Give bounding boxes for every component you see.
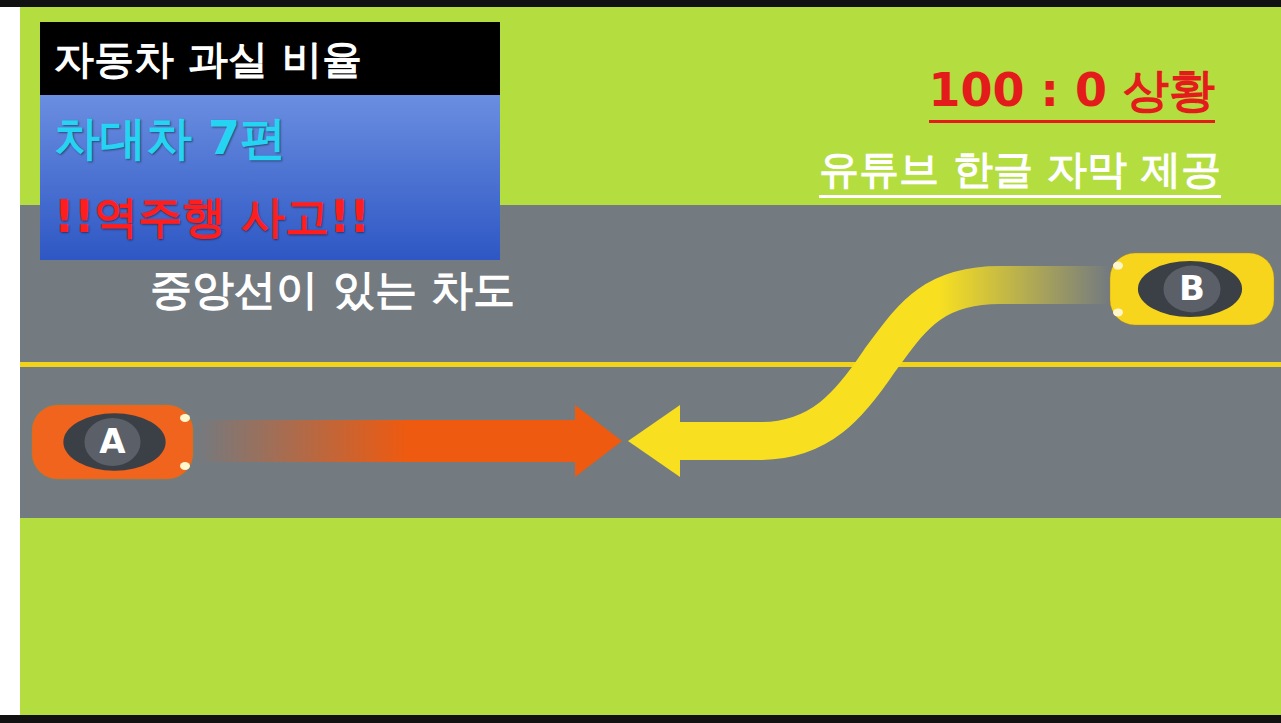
subtitle-note: 유튜브 한글 자막 제공	[819, 146, 1221, 198]
headline-label: 100 : 0 상황	[929, 64, 1215, 123]
car-body-shell	[1110, 253, 1274, 325]
road-label: 중앙선이 있는 차도	[150, 266, 515, 314]
car-windows	[63, 413, 165, 471]
car-roof	[1163, 266, 1220, 313]
car-shape: B	[1108, 250, 1276, 328]
box-text: !!역주행 사고!!	[54, 192, 370, 243]
box-text: 차대차 7편	[54, 112, 286, 165]
headlight	[180, 462, 190, 470]
top-border	[0, 0, 1281, 7]
headlight	[1113, 308, 1123, 316]
car-shape: A	[30, 402, 195, 482]
car-body-shell	[32, 405, 193, 479]
car-a-path	[195, 420, 580, 462]
car-windows	[1138, 261, 1242, 317]
car-a-arrowhead	[575, 405, 622, 477]
headlight	[180, 414, 190, 422]
car-letter: B	[1179, 269, 1205, 308]
car-b-path	[675, 285, 1110, 441]
text-box: 차대차 7편 !!역주행 사고!!	[40, 95, 500, 260]
car-b-arrowhead	[628, 405, 680, 477]
grass	[20, 7, 1281, 715]
center-line	[20, 362, 1281, 367]
text-box: 자동차 과실 비율	[40, 22, 500, 95]
bottom-border	[0, 715, 1281, 723]
headlight	[1113, 262, 1123, 270]
car-roof	[84, 418, 140, 466]
box-text: 자동차 과실 비율	[54, 36, 362, 82]
car-letter: A	[99, 422, 125, 461]
